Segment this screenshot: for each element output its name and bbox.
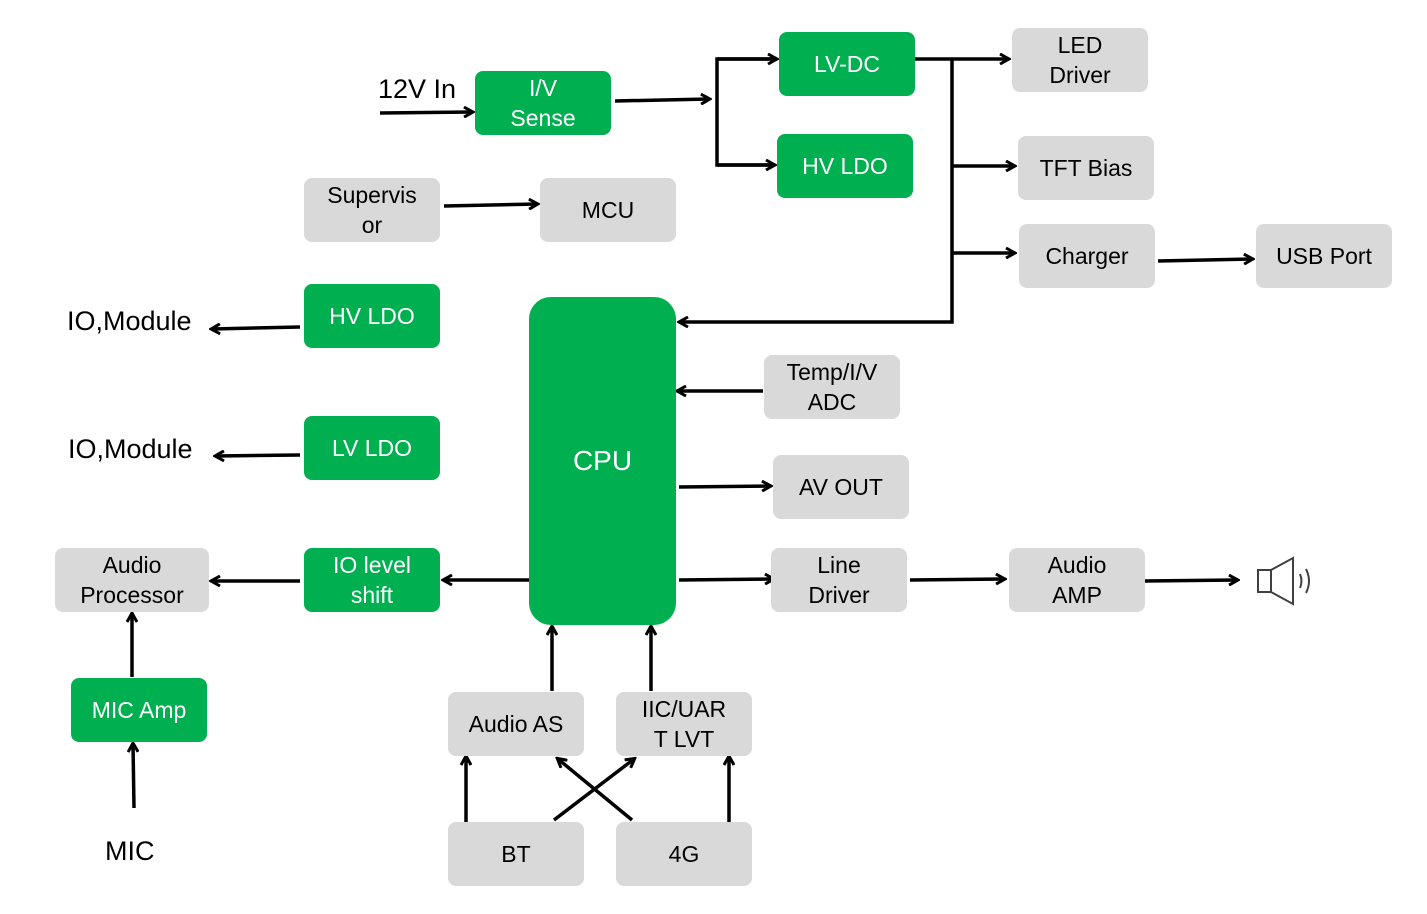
cpu-block: CPU [529, 297, 676, 625]
temp-adc-block: Temp/I/V ADC [764, 355, 900, 419]
charger-block: Charger [1019, 224, 1155, 288]
supervisor-block: Supervis or [304, 178, 440, 242]
av-out-block: AV OUT [773, 455, 909, 519]
speaker-icon [1257, 556, 1310, 606]
lv-ldo-block: LV LDO [304, 416, 440, 480]
mic-label: MIC [105, 836, 155, 866]
split-bracket [715, 57, 775, 167]
io-level-shift-block: IO level shift [304, 548, 440, 612]
tft-bias-block: TFT Bias [1018, 136, 1154, 200]
io-module-label-2: IO,Module [68, 434, 193, 464]
arrow-hv-ldo-to-io-module [212, 327, 301, 329]
arrow-cpu-to-line-driver [678, 579, 773, 580]
arrow-charger-to-usb [1157, 259, 1252, 261]
iic-uart-block: IIC/UAR T LVT [616, 692, 752, 756]
bt-block: BT [448, 822, 584, 886]
arrow-4g-to-audio-as [558, 759, 634, 822]
audio-as-block: Audio AS [448, 692, 584, 756]
audio-amp-block: Audio AMP [1009, 548, 1145, 612]
4g-block: 4G [616, 822, 752, 886]
arrow-iv-sense-to-split [614, 99, 709, 101]
input-12v-label: 12V In [378, 74, 457, 104]
arrow-mic-to-mic-amp [133, 744, 134, 809]
arrow-line-driver-to-audio-amp [909, 579, 1004, 580]
arrow-supervisor-to-mcu [443, 204, 537, 206]
usb-port-block: USB Port [1256, 224, 1392, 288]
io-module-label-1: IO,Module [67, 306, 192, 336]
arrow-12v-to-iv-sense [379, 112, 472, 113]
arrow-lv-ldo-to-io-module [216, 455, 301, 456]
hv-ldo-left-block: HV LDO [304, 284, 440, 348]
audio-processor-block: Audio Processor [55, 548, 209, 612]
lv-dc-block: LV-DC [779, 32, 915, 96]
led-driver-block: LED Driver [1012, 28, 1148, 92]
mcu-block: MCU [540, 178, 676, 242]
line-driver-block: Line Driver [771, 548, 907, 612]
arrow-cpu-to-av-out [678, 486, 770, 487]
hv-ldo-top-block: HV LDO [777, 134, 913, 198]
iv-sense-block: I/V Sense [475, 71, 611, 135]
arrow-audio-amp-to-speaker [1143, 580, 1237, 581]
lv-dc-bus [680, 59, 954, 322]
mic-amp-block: MIC Amp [71, 678, 207, 742]
